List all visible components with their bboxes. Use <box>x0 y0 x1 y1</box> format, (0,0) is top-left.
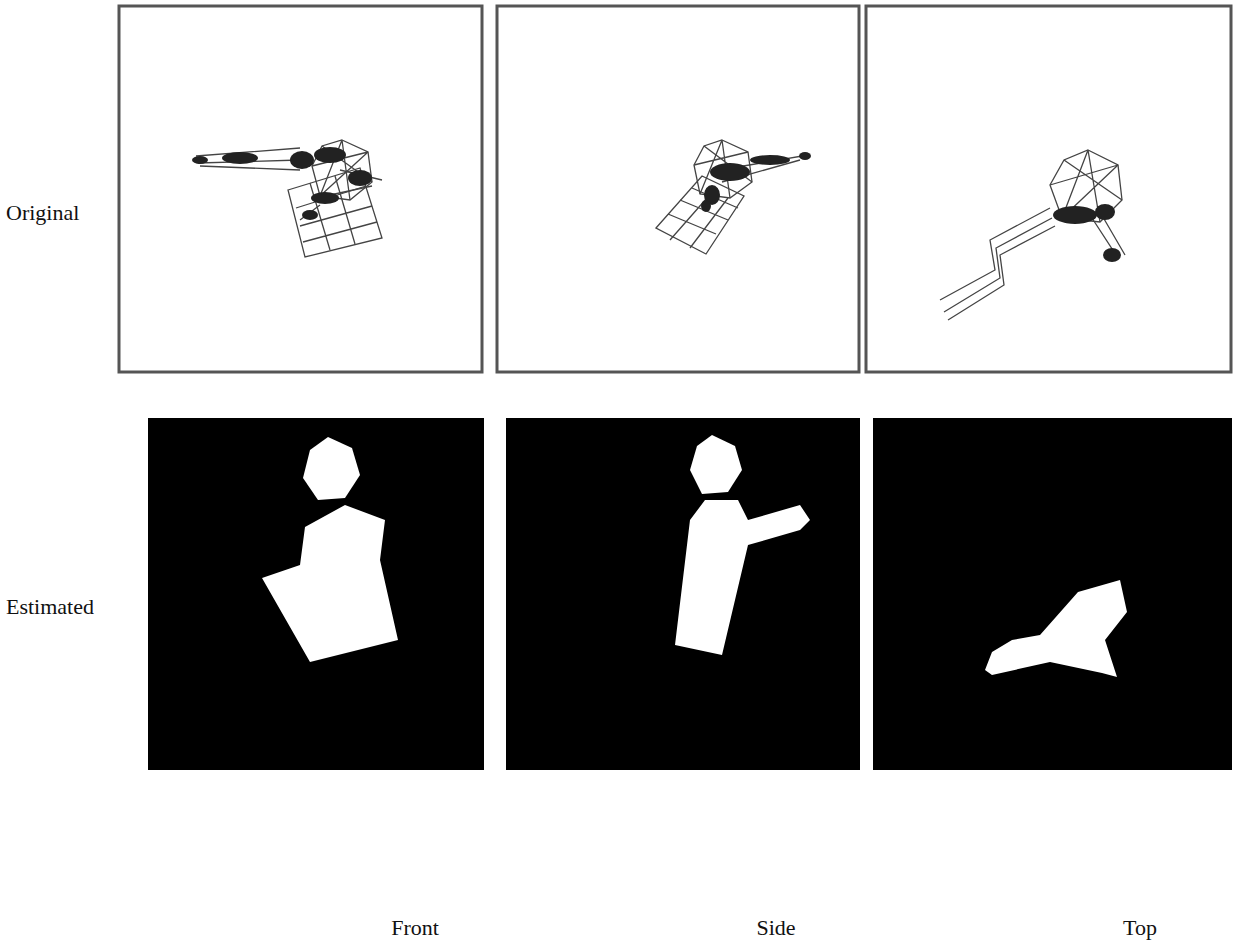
column-label: Front <box>389 916 441 940</box>
row-label: Original <box>4 201 81 225</box>
panel-frames <box>119 6 1231 372</box>
wireframe-top <box>940 150 1125 320</box>
wireframe-front <box>196 140 382 257</box>
wireframe-side <box>656 140 808 254</box>
column-label: Side <box>754 916 797 940</box>
estimated-panels <box>148 418 1232 770</box>
wireframe-joints <box>701 152 811 212</box>
wireframe-joints <box>192 147 372 220</box>
wireframe-joints <box>1053 204 1121 262</box>
row-label: Estimated <box>4 595 96 619</box>
silhouettes <box>262 435 1127 677</box>
column-label: Top <box>1121 916 1159 940</box>
